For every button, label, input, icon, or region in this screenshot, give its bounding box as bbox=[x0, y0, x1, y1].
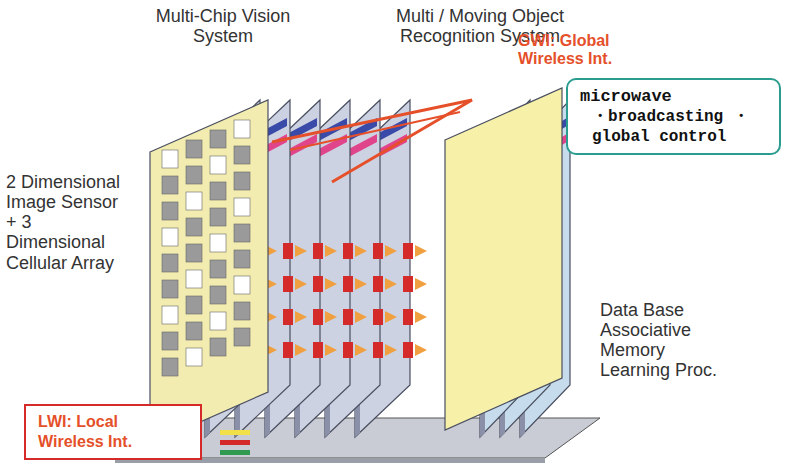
local-link-pad bbox=[403, 309, 413, 325]
local-link-arrow bbox=[295, 344, 307, 356]
local-link-arrow bbox=[325, 278, 337, 290]
sensor-cell bbox=[234, 328, 250, 346]
global-wireless-link bbox=[290, 112, 460, 150]
local-link-arrow bbox=[385, 311, 397, 323]
memory-label: Data Base Associative Memory Learning Pr… bbox=[600, 300, 735, 381]
sensor-cell bbox=[162, 228, 178, 246]
box-text: LWI: Local Wireless Int. bbox=[38, 412, 188, 452]
image-sensor-chip bbox=[150, 100, 268, 444]
base-strip bbox=[220, 440, 250, 445]
note-box: microwave・broadcasting ・global control bbox=[566, 78, 781, 155]
local-link-arrow bbox=[325, 344, 337, 356]
sensor-cell bbox=[162, 254, 178, 272]
sensor-cell bbox=[210, 260, 226, 278]
box-text: ・broadcasting ・global control bbox=[580, 107, 767, 147]
sensor-cell bbox=[162, 332, 178, 350]
sensor-cell bbox=[210, 312, 226, 330]
sensor-cell bbox=[186, 140, 202, 158]
local-link-pad bbox=[373, 342, 383, 358]
local-link-pad bbox=[373, 309, 383, 325]
sensor-cell bbox=[162, 306, 178, 324]
sensor-cell bbox=[234, 172, 250, 190]
sensor-cell bbox=[186, 192, 202, 210]
memory-chip bbox=[445, 88, 562, 430]
sensor-cell bbox=[210, 234, 226, 252]
local-link-pad bbox=[403, 342, 413, 358]
local-link-arrow bbox=[325, 311, 337, 323]
sensor-cell bbox=[210, 286, 226, 304]
local-link-arrow bbox=[385, 278, 397, 290]
sensor-cell bbox=[210, 156, 226, 174]
local-link-pad bbox=[283, 309, 293, 325]
local-link-arrow bbox=[295, 245, 307, 257]
local-link-arrow bbox=[325, 245, 337, 257]
sensor-cell bbox=[234, 276, 250, 294]
local-link-pad bbox=[343, 276, 353, 292]
sensor-cell bbox=[162, 176, 178, 194]
local-link-pad bbox=[313, 309, 323, 325]
sensor-cell bbox=[210, 130, 226, 148]
local-link-pad bbox=[403, 276, 413, 292]
local-link-pad bbox=[343, 342, 353, 358]
local-link-arrow bbox=[415, 311, 427, 323]
sensor-cell bbox=[234, 146, 250, 164]
local-link-arrow bbox=[355, 245, 367, 257]
sensor-cell bbox=[234, 120, 250, 138]
sensor-cell bbox=[234, 224, 250, 242]
sensor-cell bbox=[162, 202, 178, 220]
sensor-cell bbox=[234, 302, 250, 320]
label-box: LWI: Local Wireless Int. bbox=[24, 404, 202, 460]
local-link-arrow bbox=[385, 344, 397, 356]
local-link-pad bbox=[313, 243, 323, 259]
sensor-cell bbox=[234, 198, 250, 216]
local-link-pad bbox=[283, 276, 293, 292]
local-link-arrow bbox=[415, 344, 427, 356]
base-strip bbox=[220, 450, 250, 455]
local-link-pad bbox=[283, 342, 293, 358]
sensor-cell bbox=[210, 182, 226, 200]
sensor-cell bbox=[186, 218, 202, 236]
sensor-cell bbox=[186, 322, 202, 340]
local-link-pad bbox=[283, 243, 293, 259]
local-link-arrow bbox=[355, 311, 367, 323]
sensor-cell bbox=[234, 250, 250, 268]
local-link-arrow bbox=[295, 278, 307, 290]
local-link-arrow bbox=[295, 311, 307, 323]
local-link-pad bbox=[313, 276, 323, 292]
sensor-cell bbox=[186, 296, 202, 314]
local-link-arrow bbox=[415, 245, 427, 257]
sensor-cell bbox=[186, 244, 202, 262]
box-text: microwave bbox=[580, 86, 767, 107]
local-link-pad bbox=[343, 309, 353, 325]
gwi-label: GWI: Global Wireless Int. bbox=[518, 32, 668, 68]
sensor-cell bbox=[186, 166, 202, 184]
sensor-label: 2 Dimensional Image Sensor + 3 Dimension… bbox=[6, 172, 130, 273]
local-link-pad bbox=[373, 276, 383, 292]
sensor-cell bbox=[162, 150, 178, 168]
local-link-pad bbox=[343, 243, 353, 259]
sensor-cell bbox=[186, 270, 202, 288]
local-link-arrow bbox=[355, 278, 367, 290]
sensor-cell bbox=[210, 208, 226, 226]
global-wireless-link bbox=[272, 100, 472, 182]
system-label: Multi-Chip Vision System bbox=[148, 6, 298, 46]
local-link-arrow bbox=[385, 245, 397, 257]
local-link-arrow bbox=[415, 278, 427, 290]
sensor-cell bbox=[162, 280, 178, 298]
local-link-pad bbox=[313, 342, 323, 358]
local-link-pad bbox=[403, 243, 413, 259]
sensor-cell bbox=[210, 338, 226, 356]
sensor-cell bbox=[162, 358, 178, 376]
base-strip bbox=[220, 430, 250, 435]
local-link-pad bbox=[373, 243, 383, 259]
sensor-cell bbox=[186, 348, 202, 366]
local-link-arrow bbox=[355, 344, 367, 356]
